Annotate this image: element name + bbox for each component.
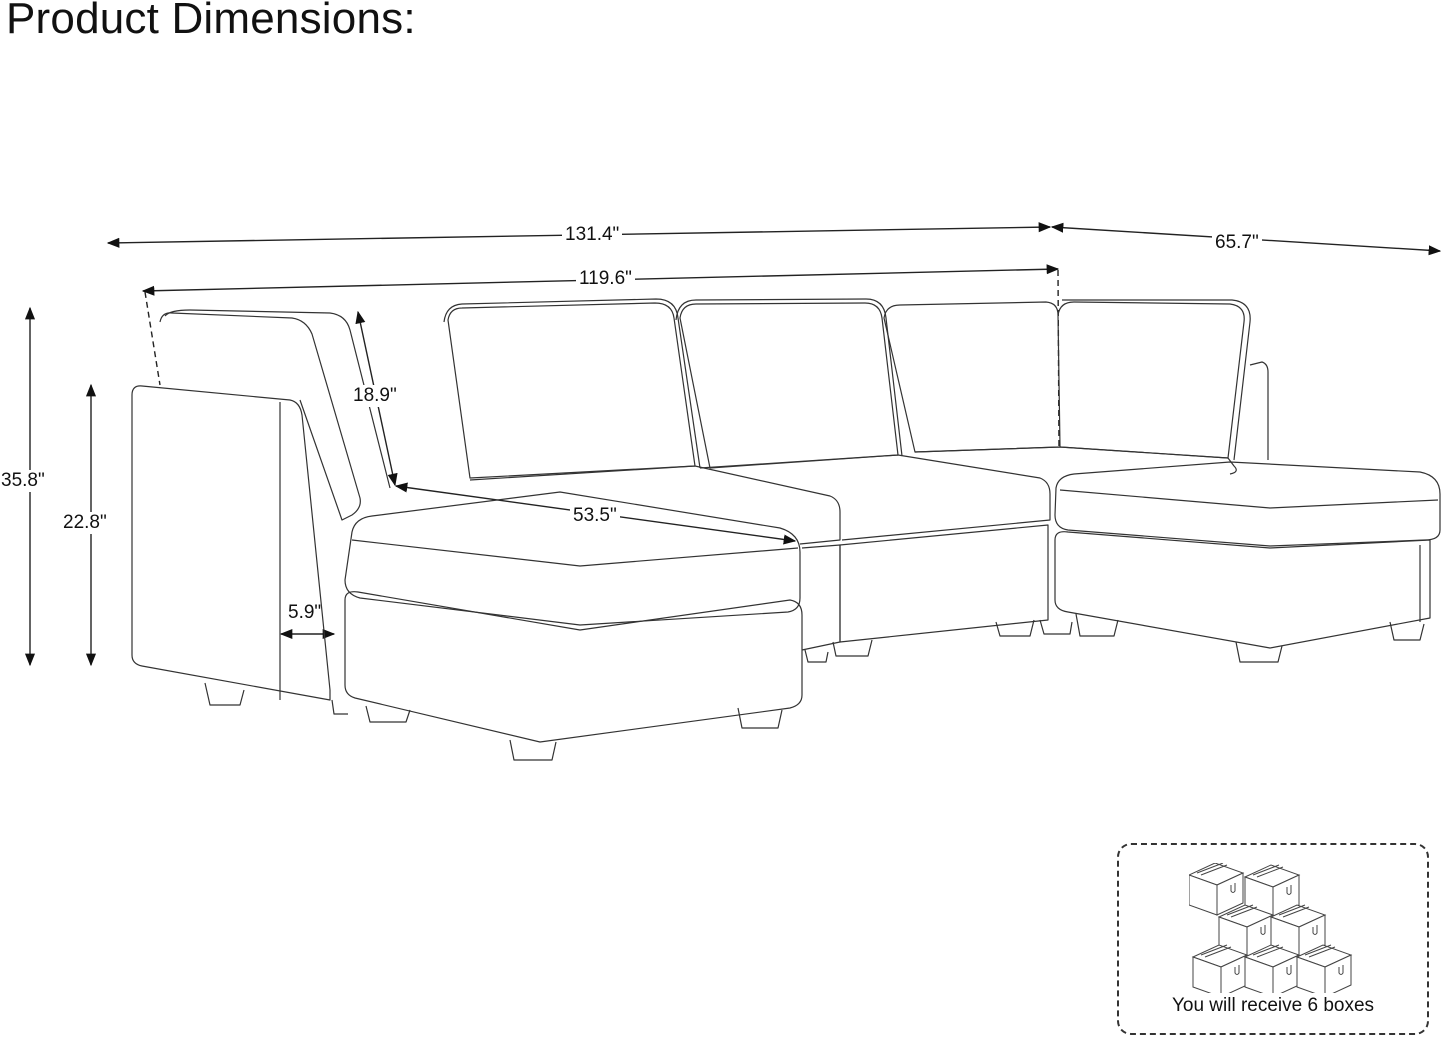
shipping-boxes-note: You will receive 6 boxes — [1117, 843, 1429, 1035]
dimension-arm-width: 5.9" — [288, 602, 322, 623]
page-title: Product Dimensions: — [6, 0, 416, 43]
dimension-overall-width: 131.4" — [562, 224, 623, 246]
dimension-overall-height: 35.8" — [0, 470, 48, 492]
dimension-lines — [24, 222, 1442, 667]
boxes-caption: You will receive 6 boxes — [1171, 995, 1375, 1016]
dimension-back-width: 119.6" — [576, 268, 635, 290]
dimension-chaise-depth: 65.7" — [1212, 232, 1262, 254]
boxes-icon — [1189, 863, 1352, 993]
dimension-seat-depth: 53.5" — [570, 505, 620, 527]
sofa-outline — [131, 298, 1441, 761]
dimension-back-cushion-height: 18.9" — [350, 385, 400, 407]
dimension-arm-height: 22.8" — [60, 512, 110, 534]
